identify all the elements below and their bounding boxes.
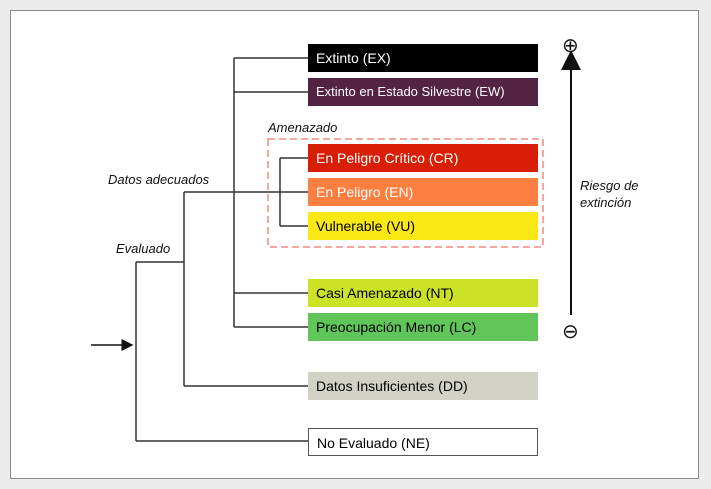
label-riesgo-line1: Riesgo de	[580, 178, 639, 193]
category-ew: Extinto en Estado Silvestre (EW)	[308, 78, 538, 106]
category-ne: No Evaluado (NE)	[308, 428, 538, 456]
label-amenazado: Amenazado	[268, 120, 338, 135]
threatened-group-box	[267, 138, 544, 248]
category-cr: En Peligro Crítico (CR)	[308, 144, 538, 172]
label-evaluado: Evaluado	[116, 241, 171, 256]
category-ex: Extinto (EX)	[308, 44, 538, 72]
label-riesgo-line2: extinción	[580, 195, 632, 210]
minus-icon: ⊖	[562, 321, 579, 343]
category-dd: Datos Insuficientes (DD)	[308, 372, 538, 400]
plus-icon: ⊕	[562, 35, 579, 57]
category-lc: Preocupación Menor (LC)	[308, 313, 538, 341]
label-datos-adecuados: Datos adecuados	[108, 172, 210, 187]
label-riesgo: Riesgo de extinción	[580, 178, 639, 210]
category-en: En Peligro (EN)	[308, 178, 538, 206]
category-nt: Casi Amenazado (NT)	[308, 279, 538, 307]
category-vu: Vulnerable (VU)	[308, 212, 538, 240]
